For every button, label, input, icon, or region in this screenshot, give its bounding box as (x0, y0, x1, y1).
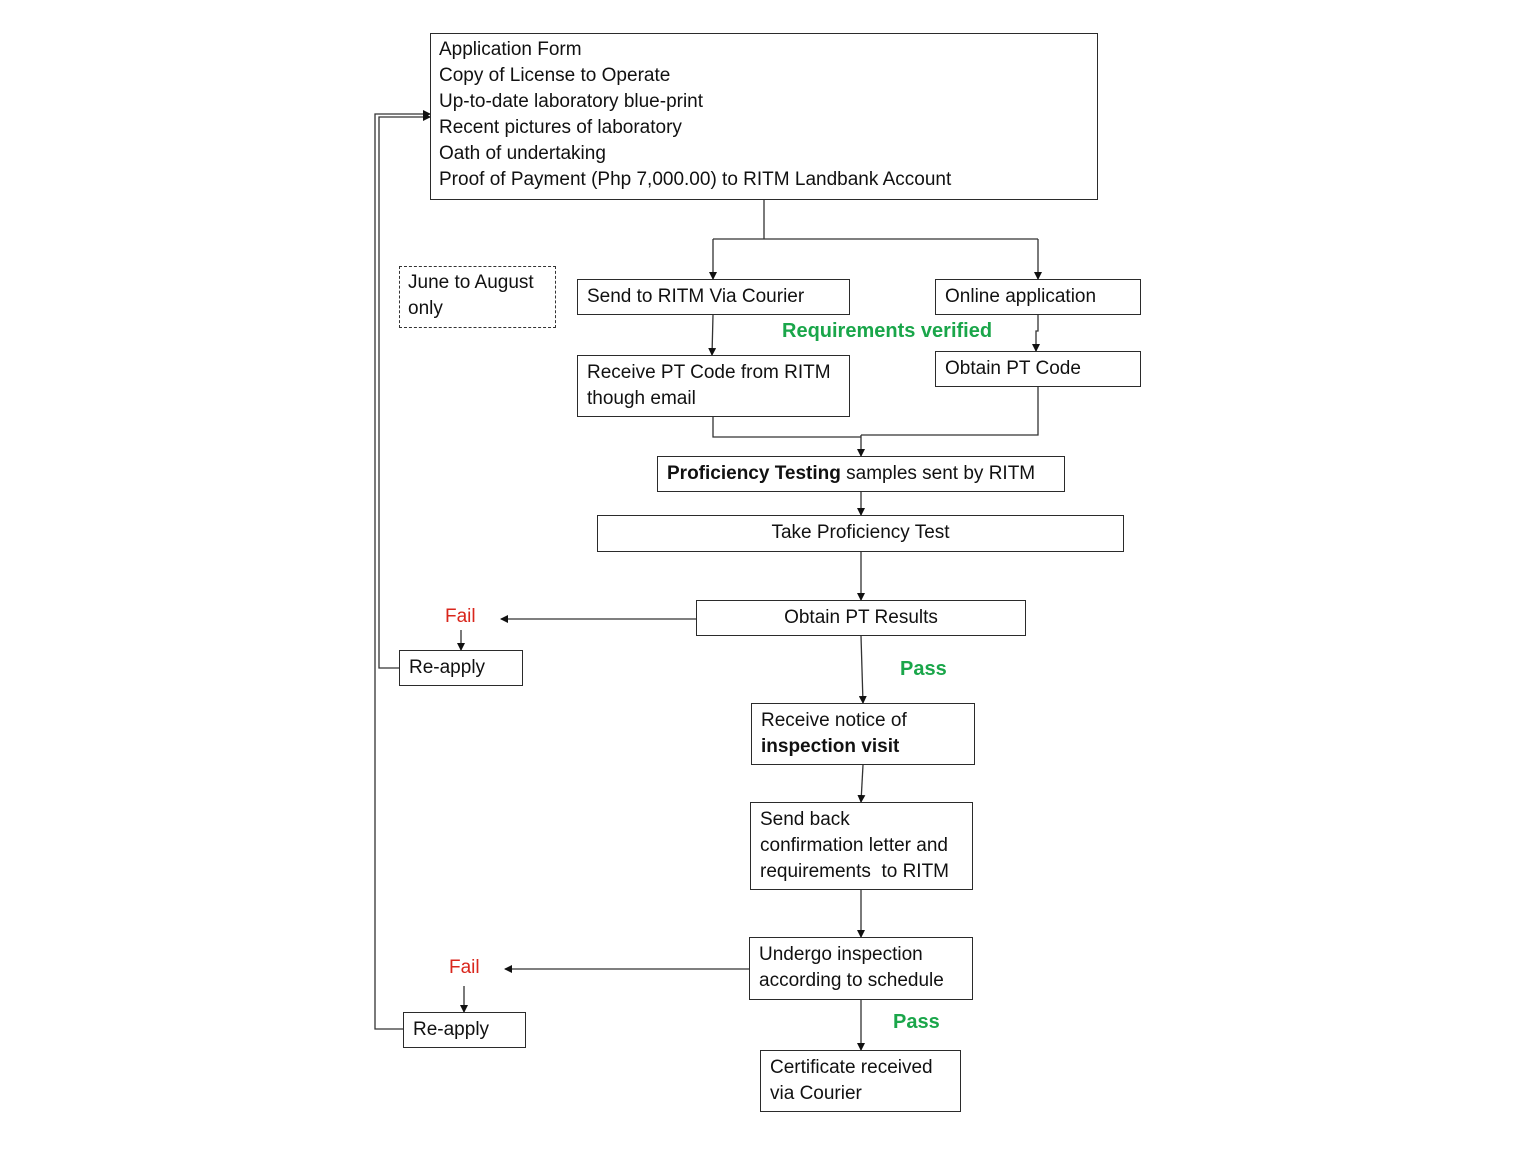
fail-label-1: Fail (445, 606, 476, 627)
arrow-results-to-notice (858, 635, 867, 704)
certificate-received-box: Certificate received via Courier (760, 1050, 961, 1112)
send-via-courier-label: Send to RITM Via Courier (587, 286, 805, 307)
confirmation-letter-line-3: requirements to RITM (760, 861, 949, 882)
application-requirements-box: Application Form Copy of License to Oper… (430, 33, 1098, 200)
schedule-note-line-2: only (408, 298, 443, 319)
confirmation-letter-line-1: Send back (760, 809, 850, 830)
online-application-box: Online application (935, 279, 1141, 315)
confirmation-letter-line-2: confirmation letter and (760, 835, 948, 856)
undergo-inspection-line-2: according to schedule (759, 970, 944, 991)
obtain-pt-code-box: Obtain PT Code (935, 351, 1141, 387)
requirement-license-copy: Copy of License to Operate (439, 65, 671, 86)
receive-pt-code-line-1: Receive PT Code from RITM (587, 362, 831, 383)
inspection-notice-line-2: inspection visit (761, 736, 900, 757)
requirement-blueprint: Up-to-date laboratory blue-print (439, 91, 704, 112)
loop-back-1 (378, 113, 431, 669)
take-proficiency-test-box: Take Proficiency Test (597, 515, 1124, 552)
receive-pt-code-line-2: though email (587, 388, 696, 409)
samples-sent-bold: Proficiency Testing (667, 463, 841, 484)
certificate-received-line-1: Certificate received (770, 1057, 933, 1078)
undergo-inspection-line-1: Undergo inspection (759, 944, 923, 965)
pass-label-1: Pass (900, 658, 947, 680)
inspection-notice-line-1: Receive notice of (761, 710, 907, 731)
requirement-pictures: Recent pictures of laboratory (439, 117, 682, 138)
requirement-oath: Oath of undertaking (439, 143, 606, 164)
connector-merge (712, 386, 1039, 438)
samples-sent-rest: samples sent by RITM (840, 463, 1036, 484)
online-application-label: Online application (945, 286, 1097, 307)
requirements-verified-label: Requirements verified (782, 320, 993, 342)
arrow-courier-to-receive (708, 314, 717, 356)
confirmation-letter-box: Send back confirmation letter and requir… (750, 802, 973, 890)
reapply-box-2: Re-apply (403, 1012, 526, 1048)
undergo-inspection-box: Undergo inspection according to schedule (749, 937, 973, 1000)
pass-label-2: Pass (893, 1011, 940, 1033)
connector-split (713, 199, 1038, 240)
arrow-online-to-obtain (1032, 315, 1040, 352)
arrow-notice-to-confirm (857, 764, 866, 803)
receive-pt-code-box: Receive PT Code from RITM though email (577, 355, 850, 417)
requirement-payment: Proof of Payment (Php 7,000.00) to RITM … (439, 169, 952, 190)
requirement-application-form: Application Form (439, 39, 582, 60)
certificate-received-line-2: via Courier (770, 1083, 862, 1104)
fail-label-2: Fail (449, 957, 480, 978)
loop-back-2 (374, 110, 431, 1030)
reapply-label-2: Re-apply (413, 1019, 490, 1040)
take-proficiency-test-label: Take Proficiency Test (771, 522, 950, 543)
samples-sent-box: Proficiency Testing samples sent by RITM (657, 456, 1065, 492)
reapply-label-1: Re-apply (409, 657, 486, 678)
obtain-pt-code-label: Obtain PT Code (945, 358, 1081, 379)
reapply-box-1: Re-apply (399, 650, 523, 686)
obtain-pt-results-label: Obtain PT Results (784, 607, 938, 628)
send-via-courier-box: Send to RITM Via Courier (577, 279, 850, 315)
samples-sent-label: Proficiency Testing samples sent by RITM (667, 461, 1055, 487)
schedule-note: June to August only (399, 266, 556, 328)
inspection-notice-box: Receive notice of inspection visit (751, 703, 975, 765)
obtain-pt-results-box: Obtain PT Results (696, 600, 1026, 636)
schedule-note-line-1: June to August (408, 272, 534, 293)
